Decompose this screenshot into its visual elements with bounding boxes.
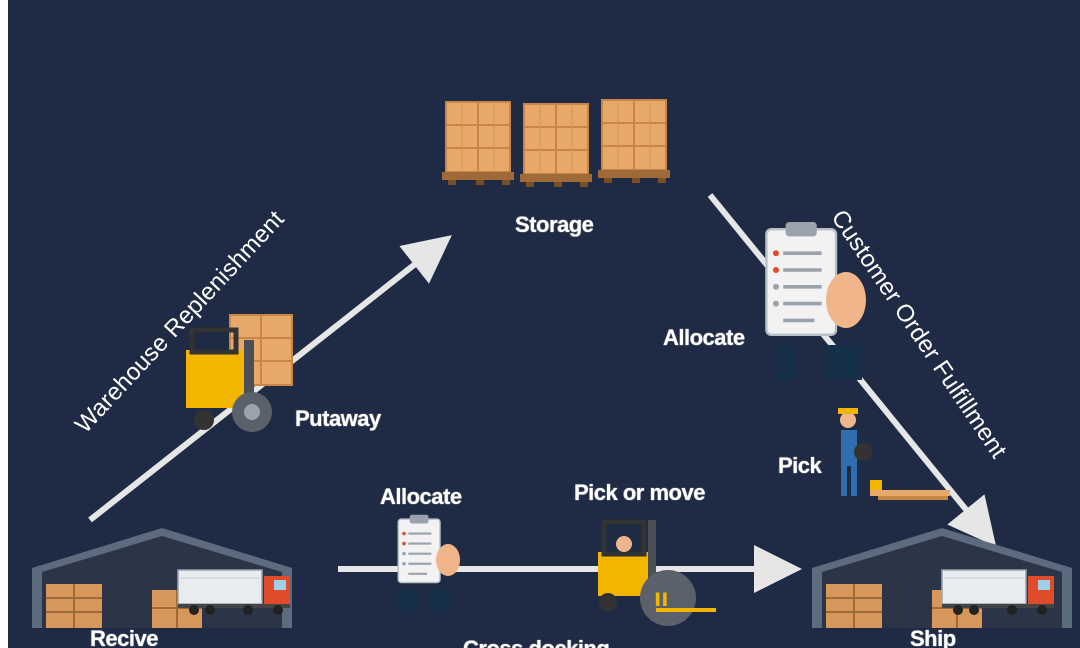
- pick-label: Pick: [778, 453, 822, 478]
- allocate-clipboard-icon: [764, 220, 866, 380]
- putaway-label: Putaway: [295, 406, 381, 431]
- pick-or-move-forklift-icon: ıı: [598, 519, 716, 626]
- pick-worker-icon: [838, 408, 872, 496]
- storage-label: Storage: [515, 212, 594, 237]
- svg-text:ıı: ıı: [654, 582, 668, 612]
- receive-label: Recive: [90, 626, 158, 648]
- ship-label: Ship: [910, 626, 956, 648]
- putaway-forklift-icon: [186, 314, 293, 432]
- allocate-bottom-label: Allocate: [380, 484, 462, 509]
- allocate-top-label: Allocate: [663, 325, 745, 350]
- pallet-jack-icon: [870, 480, 950, 500]
- storage-pallet-icon: [441, 99, 671, 188]
- diagram-graphics: ıı: [31, 99, 1073, 629]
- cross-dock-clipboard-icon: [397, 513, 460, 612]
- pick-or-move-label: Pick or move: [574, 480, 705, 505]
- diagram-canvas: ıı Storage Putaway Allocate Pick Allocat…: [8, 0, 1080, 648]
- cross-docking-label: Cross docking: [463, 636, 610, 648]
